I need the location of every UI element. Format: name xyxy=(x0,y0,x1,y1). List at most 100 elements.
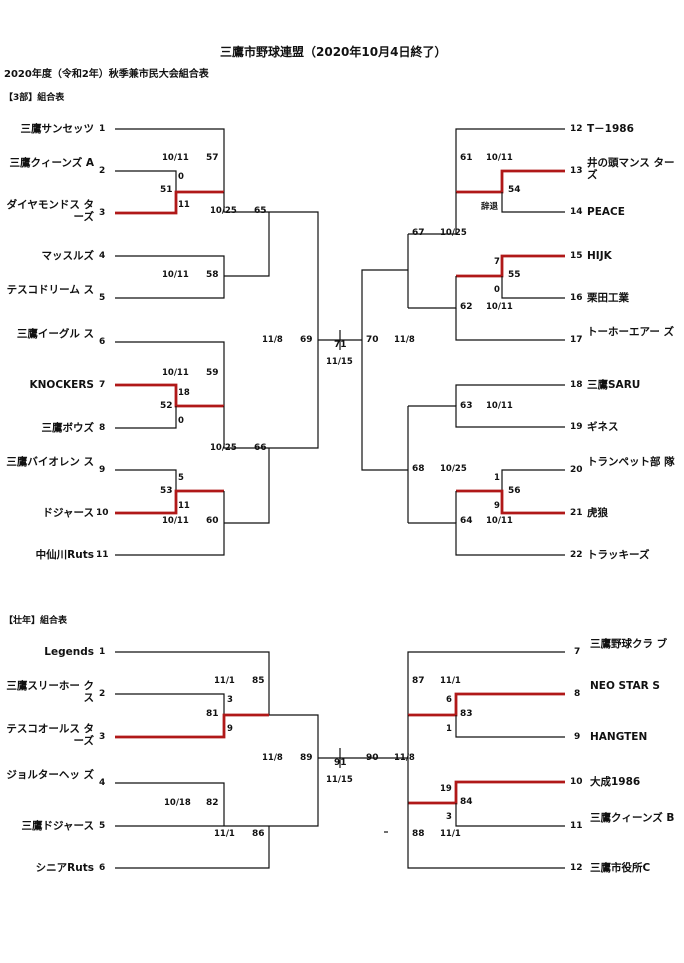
team-name: 三鷹野球クラ ブ xyxy=(590,638,668,650)
team-seed: 12 xyxy=(570,124,583,134)
match-date: 11/8 xyxy=(262,753,283,763)
bracket-line xyxy=(408,522,565,556)
match-score: 19 xyxy=(440,784,452,794)
bracket-line xyxy=(115,341,225,406)
team-seed: 10 xyxy=(96,508,109,518)
match-score: 0 xyxy=(494,285,500,295)
team-seed: 6 xyxy=(99,337,106,347)
team-seed: 11 xyxy=(570,821,583,831)
team-seed: 11 xyxy=(96,550,109,560)
winner-line xyxy=(115,713,269,739)
section-title-senior: 【壮年】組合表 xyxy=(4,616,68,626)
bracket-line xyxy=(269,211,319,340)
match-number: 90 xyxy=(366,753,379,763)
match-number: 51 xyxy=(160,185,173,195)
match-score: 9 xyxy=(227,724,233,734)
match-date: 10/25 xyxy=(210,443,237,453)
match-date: 10/11 xyxy=(486,401,513,411)
winner-line xyxy=(408,780,565,805)
match-score: 11 xyxy=(178,200,190,210)
team-name: PEACE xyxy=(587,206,625,218)
bracket-line xyxy=(115,469,177,491)
match-number: 57 xyxy=(206,153,219,163)
match-date: 10/11 xyxy=(162,368,189,378)
match-score: 1 xyxy=(494,473,500,483)
team-name: ダイヤモンドス ターズ xyxy=(6,199,94,224)
team-seed: 17 xyxy=(570,335,583,345)
match-score: 6 xyxy=(446,695,452,705)
page-subtitle: 2020年度（令和2年）秋季兼市民大会組合表 xyxy=(4,69,209,80)
page-title: 三鷹市野球連盟（2020年10月4日終了） xyxy=(220,45,447,59)
match-number: 86 xyxy=(252,829,265,839)
winner-line xyxy=(456,489,565,515)
bracket-line xyxy=(115,523,225,556)
bracket-line xyxy=(269,340,319,449)
match-date: 10/18 xyxy=(164,798,191,808)
match-date: 11/1 xyxy=(214,829,235,839)
team-seed: 2 xyxy=(99,689,106,699)
match-date: 10/11 xyxy=(162,153,189,163)
bracket-line xyxy=(224,212,270,277)
bracket-line xyxy=(455,128,565,192)
match-score: 0 xyxy=(178,416,184,426)
team-seed: 19 xyxy=(570,422,583,432)
match-number: 88 xyxy=(412,829,425,839)
team-name: テスコオールス ターズ xyxy=(6,723,94,748)
match-date: 10/11 xyxy=(486,516,513,526)
team-name: ジョルターヘッ ズ xyxy=(6,769,94,781)
winner-line xyxy=(456,254,565,278)
bracket-line xyxy=(223,192,269,213)
winner-line xyxy=(115,383,224,408)
match-date: 11/1 xyxy=(440,676,461,686)
bracket-line xyxy=(408,192,457,235)
team-name: マッスルズ xyxy=(41,250,95,262)
match-score: 5 xyxy=(178,473,184,483)
team-name: Legends xyxy=(44,646,94,658)
team-seed: 3 xyxy=(99,732,106,742)
bracket-line xyxy=(223,406,269,449)
bracket-line xyxy=(115,255,225,276)
winner-line xyxy=(456,169,565,194)
team-seed: 21 xyxy=(570,508,583,518)
bracket-line xyxy=(361,340,408,471)
match-number: 87 xyxy=(412,676,425,686)
match-number: 55 xyxy=(508,270,521,280)
bracket-line xyxy=(224,448,270,524)
winner-line xyxy=(408,692,565,717)
bracket-line xyxy=(501,469,565,491)
team-seed: 12 xyxy=(570,863,583,873)
team-seed: 4 xyxy=(99,778,106,788)
team-name: トーホーエアー ズ xyxy=(587,326,675,338)
match-number: 82 xyxy=(206,798,219,808)
team-seed: 9 xyxy=(99,465,106,475)
team-seed: 7 xyxy=(574,647,581,657)
match-date: 11/8 xyxy=(262,335,283,345)
match-number: 84 xyxy=(460,797,473,807)
match-date: 11/1 xyxy=(440,829,461,839)
match-score: 9 xyxy=(494,501,500,511)
team-seed: 8 xyxy=(99,423,106,433)
match-date: 10/11 xyxy=(162,516,189,526)
team-name: T－1986 xyxy=(587,123,634,135)
team-name: KNOCKERS xyxy=(29,379,94,391)
team-seed: 1 xyxy=(99,124,106,134)
match-date: 10/25 xyxy=(440,228,467,238)
team-name: トランペット部 隊 xyxy=(587,456,675,468)
section-title-div3: 【3部】組合表 xyxy=(4,93,65,103)
team-name: 三鷹市役所C xyxy=(590,862,651,874)
match-number: 52 xyxy=(160,401,173,411)
team-name: トラッキーズ xyxy=(587,549,650,561)
team-seed: 10 xyxy=(570,777,583,787)
team-seed: 22 xyxy=(570,550,583,560)
team-seed: 16 xyxy=(570,293,583,303)
team-seed: 4 xyxy=(99,251,106,261)
match-number: 62 xyxy=(460,302,473,312)
match-number: 54 xyxy=(508,185,521,195)
match-score: 3 xyxy=(446,812,452,822)
bracket-line xyxy=(115,826,270,869)
team-name: 三鷹スリーホー クス xyxy=(6,680,94,705)
match-date: 11/1 xyxy=(214,676,235,686)
bracket-line xyxy=(407,803,565,869)
bracket-line xyxy=(361,269,408,340)
team-seed: 5 xyxy=(99,821,106,831)
